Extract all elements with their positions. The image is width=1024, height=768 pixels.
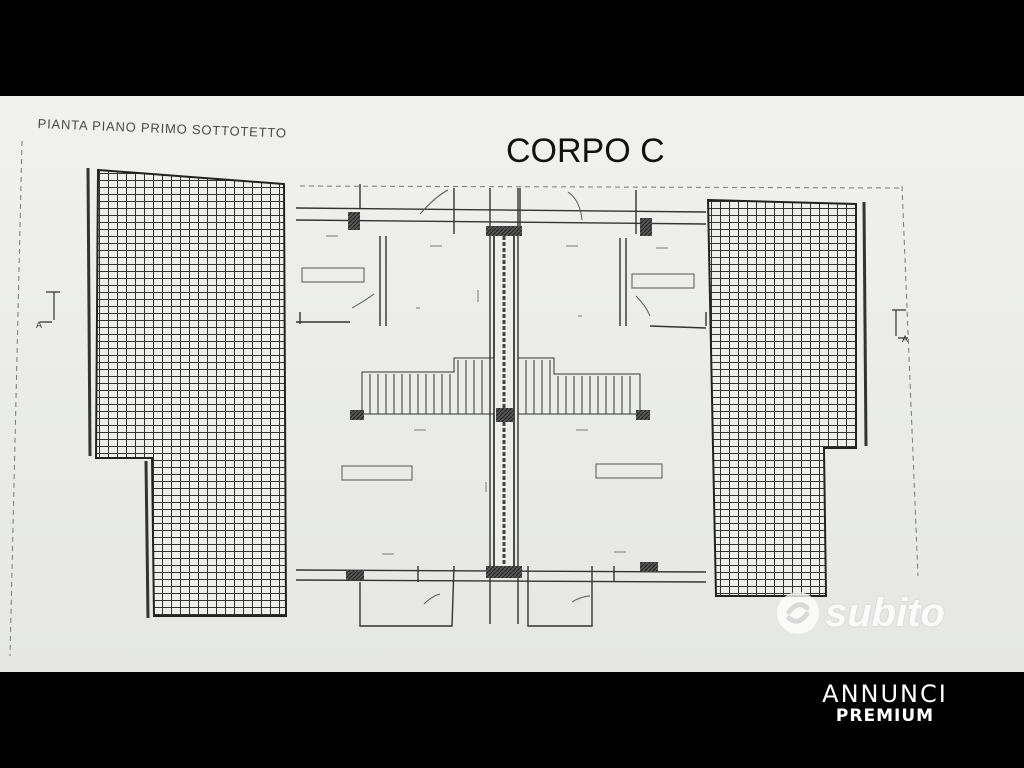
structural-columns [346,212,658,580]
section-title: CORPO C [506,132,665,170]
annunci-premium-badge: ANNUNCI PREMIUM [814,682,956,726]
staircase-left [361,357,495,415]
section-marker-left [40,291,60,323]
subito-wordmark: subito [825,590,945,635]
staircase-right [517,357,641,415]
floor-plan-drawing: A A [9,140,919,657]
floor-plan-photo: A A [0,96,1024,672]
interior-walls [295,184,707,627]
door-swings [351,189,651,605]
svg-text:A: A [36,320,42,330]
room-label-boxes [301,267,695,481]
right-roof [706,198,868,597]
subito-watermark: subito [775,590,945,636]
badge-line-annunci: ANNUNCI [822,680,948,708]
left-roof [86,167,288,619]
subito-logo-icon [777,592,819,634]
dimension-marks [326,235,668,555]
boundary-lines [9,140,919,657]
svg-text:A: A [902,334,908,344]
section-marker-right [892,309,908,339]
badge-line-premium: PREMIUM [835,706,935,726]
